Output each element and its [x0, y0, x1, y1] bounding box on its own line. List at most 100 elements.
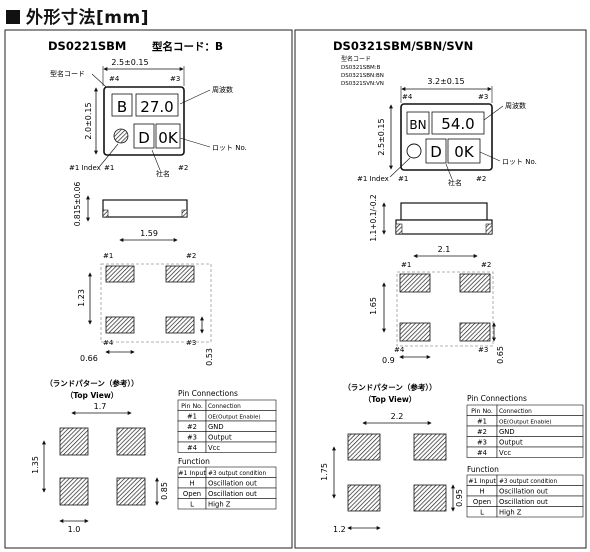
- right-pin4-pad: #4: [394, 346, 405, 354]
- right-func-table-header-0: #1 Input: [468, 478, 496, 485]
- right-callout-lot: ロット No.: [502, 158, 537, 166]
- left-pin3-top: #3: [170, 75, 180, 83]
- left-pin-table-cell-4-0: #4: [187, 444, 197, 452]
- right-func-table-cell-2-0: Open: [473, 498, 491, 506]
- left-land-view: （Top View）: [66, 390, 119, 400]
- left-func-table-cell-3-0: L: [190, 501, 194, 509]
- right-model-code-3: DS0321SVN:VN: [341, 81, 384, 87]
- right-dim-pad-w: 0.9: [382, 356, 395, 365]
- left-func-table-cell-1-1: Oscillation out: [208, 480, 257, 488]
- right-panel: DS0321SBM/SBN/SVN 型名コード DS0321SBM:B DS03…: [320, 39, 584, 534]
- left-func-table-cell-2-0: Open: [183, 490, 201, 498]
- right-pin-conn-title: Pin Connections: [467, 394, 527, 403]
- right-marking-lot: D: [430, 143, 442, 161]
- right-func-table-cell-3-0: L: [480, 509, 484, 517]
- right-pin1-bottom: #1: [398, 175, 408, 183]
- left-pin4-top: #4: [109, 75, 120, 83]
- right-pad-outline: [396, 271, 494, 347]
- left-pin4-pad: #4: [103, 339, 114, 347]
- left-pin3-pad: #3: [186, 339, 196, 347]
- left-func-table-cell-3-1: High Z: [208, 501, 231, 509]
- left-callout-frequency: 周波数: [212, 85, 233, 94]
- left-dim-width: 2.5±0.15: [111, 58, 148, 67]
- left-pin1-bottom: #1: [104, 164, 114, 172]
- left-pin-table-header-0: Pin No.: [181, 403, 203, 410]
- right-pin-table-cell-3-0: #3: [477, 439, 487, 447]
- right-dim-width: 3.2±0.15: [427, 77, 464, 86]
- right-pin-table-header-0: Pin No.: [471, 408, 493, 415]
- right-callout-pin1-index: #1 Index: [357, 175, 389, 183]
- right-pad-2: [459, 273, 491, 293]
- page-title: 外形寸法[mm]: [6, 3, 149, 28]
- right-land-pad-3: [413, 484, 447, 512]
- right-marking-code: BN: [409, 118, 426, 132]
- left-callout-lot: ロット No.: [212, 144, 247, 152]
- right-land-pitch-x: 2.2: [391, 412, 404, 421]
- right-dim-pad-pitch-y: 1.65: [369, 297, 378, 315]
- right-dim-pad-pitch-x: 2.1: [438, 245, 451, 254]
- right-pin2-pad: #2: [481, 261, 491, 269]
- right-model-code-1: DS0321SBM:B: [341, 65, 381, 71]
- right-pad-1: [399, 273, 431, 293]
- right-pin-table-cell-2-1: GND: [499, 428, 515, 436]
- left-pin2-bottom: #2: [178, 164, 188, 172]
- right-dim-height: 2.5±0.15: [377, 118, 386, 155]
- left-pin-table-cell-3-1: Output: [208, 434, 232, 442]
- right-land-pad-1: [347, 433, 381, 461]
- left-pin-table-header-1: Connection: [208, 404, 241, 410]
- title-square-icon: [6, 10, 20, 24]
- left-marking-frequency: 27.0: [140, 98, 173, 116]
- right-pin-table-header-1: Connection: [499, 409, 532, 415]
- right-pin-table-cell-2-0: #2: [477, 428, 487, 436]
- left-pad-2: [165, 265, 195, 283]
- left-pad-1: [105, 265, 135, 283]
- right-model-code-2: DS0321SBN:BN: [341, 73, 384, 79]
- left-pin2-pad: #2: [186, 252, 196, 260]
- right-pin-table-cell-4-0: #4: [477, 449, 487, 457]
- right-pin-table-cell-4-1: Vcc: [499, 449, 511, 457]
- left-callout-type-code: 型名コード: [50, 69, 85, 78]
- right-func-table-cell-1-1: Oscillation out: [499, 488, 548, 496]
- left-land-pad-2: [116, 427, 146, 456]
- left-pin-table-cell-1-0: #1: [187, 413, 197, 421]
- right-pin2-bottom: #2: [476, 175, 486, 183]
- right-marking-lot2: 0K: [454, 143, 475, 161]
- left-func-table-cell-1-0: H: [189, 480, 194, 488]
- right-type-code-label: 型名コード: [341, 55, 371, 63]
- right-package-lid: [400, 202, 488, 221]
- left-land-pitch-y: 1.35: [31, 456, 40, 474]
- right-land-pad-4: [347, 484, 381, 512]
- right-function-title: Function: [467, 465, 499, 474]
- left-type-code-label: 型名コード：B: [152, 40, 223, 53]
- right-land-title: （ランドパターン（参考））: [343, 382, 436, 392]
- right-land-view: （Top View）: [364, 394, 417, 404]
- left-land-pad-w: 1.0: [68, 525, 81, 534]
- left-pin-table-cell-2-1: GND: [208, 423, 224, 431]
- left-pin-table-cell-2-0: #2: [187, 423, 197, 431]
- left-pin-table-cell-3-0: #3: [187, 434, 197, 442]
- right-func-table-cell-2-1: Oscillation out: [499, 498, 548, 506]
- right-pin-table-cell-1-0: #1: [477, 418, 487, 426]
- left-dim-pad-pitch-x: 1.59: [140, 229, 158, 238]
- right-callout-company: 社名: [448, 178, 462, 187]
- left-land-pad-1: [59, 427, 89, 456]
- right-panel-frame: [294, 29, 587, 549]
- left-func-table-cell-2-1: Oscillation out: [208, 490, 257, 498]
- left-pin-table-cell-4-1: Vcc: [208, 444, 220, 452]
- left-func-table-header-1: #3 output condition: [208, 471, 266, 477]
- right-land-pad-h: 0.95: [455, 489, 464, 507]
- right-func-table-header-1: #3 output condition: [499, 479, 557, 485]
- left-pin1-pad: #1: [103, 252, 113, 260]
- left-dim-height: 2.0±0.15: [84, 102, 93, 139]
- right-land-pitch-y: 1.75: [320, 463, 329, 481]
- left-callout-company: 社名: [156, 169, 170, 178]
- left-marking-code: B: [117, 98, 127, 116]
- left-pin1-index-dot: [113, 128, 129, 144]
- left-pad-outline: [100, 263, 212, 343]
- right-land-pad-w: 1.2: [333, 525, 346, 534]
- left-land-pad-h: 0.85: [160, 482, 169, 500]
